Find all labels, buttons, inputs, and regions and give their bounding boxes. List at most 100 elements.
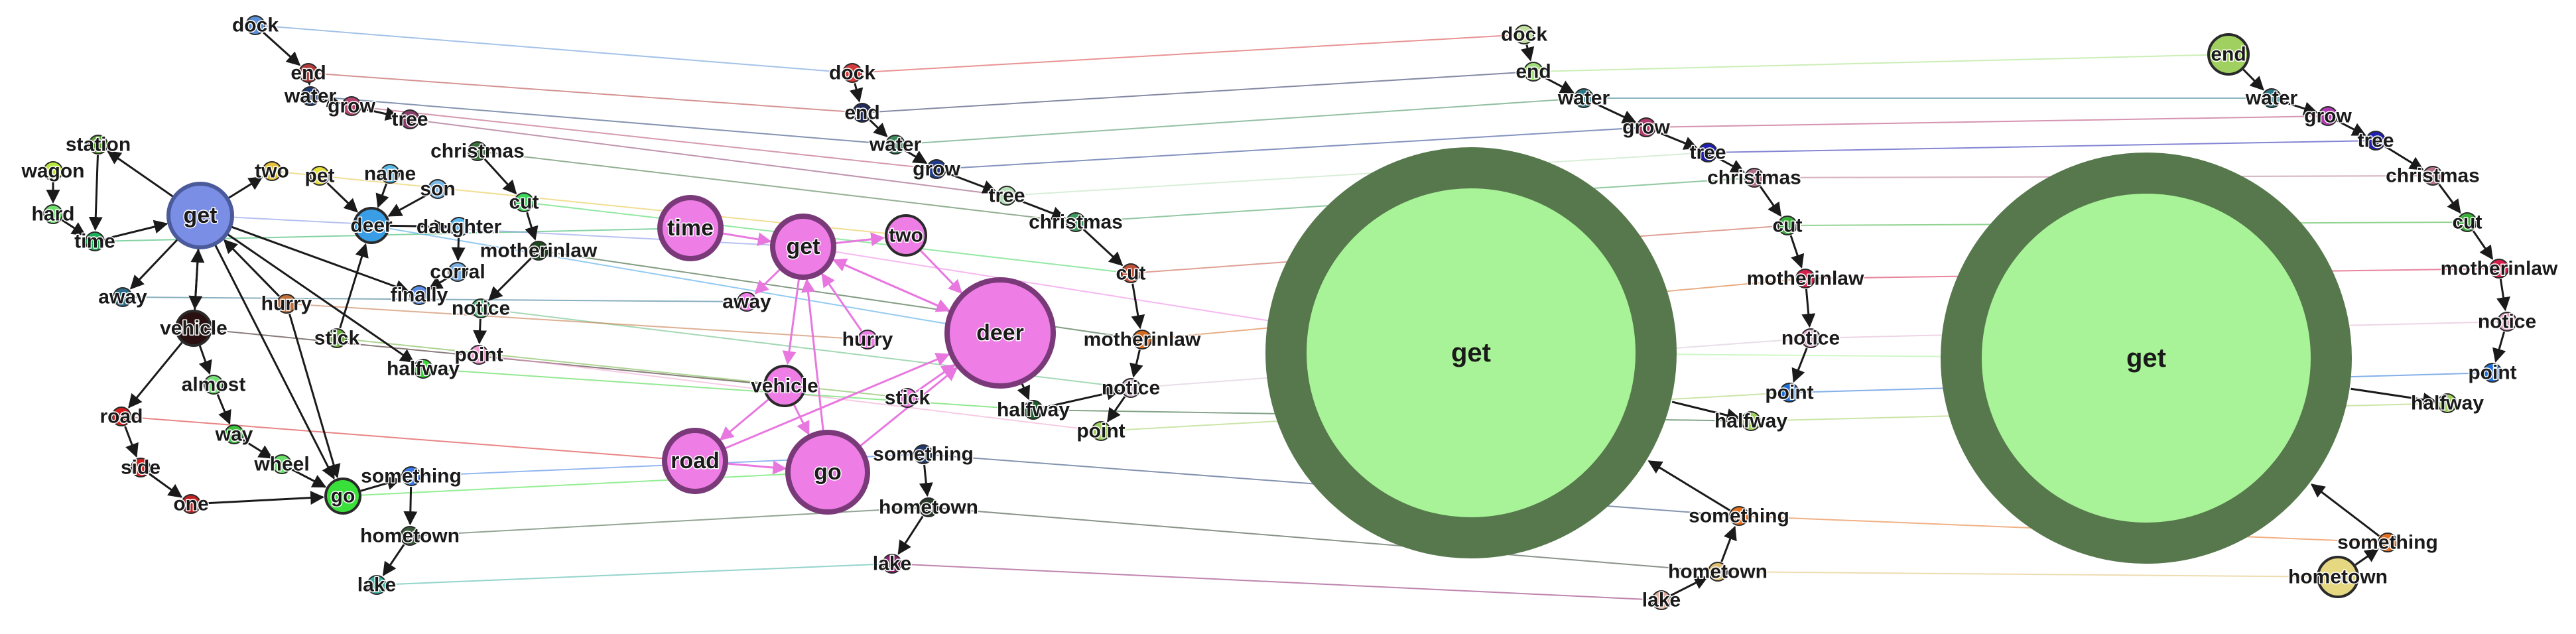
node-point-g4[interactable]: [2482, 363, 2502, 383]
edge-get-to-finally: [231, 225, 410, 294]
node-motherinlaw-g3[interactable]: [1795, 269, 1815, 288]
node-grow-g1[interactable]: [342, 96, 361, 116]
node-dock-g3[interactable]: [1514, 25, 1534, 44]
node-almost-g1[interactable]: [204, 375, 224, 395]
node-get-g1[interactable]: [166, 182, 234, 249]
node-end-g4[interactable]: [2207, 33, 2250, 76]
node-deer-g2[interactable]: [944, 277, 1056, 389]
node-get-g3[interactable]: [1265, 147, 1677, 558]
node-end-g1[interactable]: [298, 63, 318, 83]
node-get-g4[interactable]: [1941, 153, 2352, 564]
node-motherinlaw-g4[interactable]: [2489, 259, 2509, 279]
node-something-g1[interactable]: [401, 466, 421, 486]
node-wagon-g1[interactable]: [43, 161, 63, 181]
node-hurry-g2[interactable]: [858, 330, 877, 349]
edge-hurry-to-get: [223, 239, 280, 297]
node-vehicle-g2[interactable]: [763, 365, 806, 407]
node-road-g2[interactable]: [662, 428, 728, 494]
node-water-g2[interactable]: [885, 135, 905, 155]
node-label-water: water: [2245, 88, 2298, 109]
node-wheel-g1[interactable]: [272, 454, 292, 474]
node-grow-g4[interactable]: [2318, 106, 2338, 126]
node-lake-g3[interactable]: [1651, 590, 1671, 610]
node-name-g1[interactable]: [380, 164, 400, 184]
node-away-g2[interactable]: [737, 292, 757, 312]
node-away-g1[interactable]: [113, 287, 133, 307]
node-cut-g3[interactable]: [1777, 216, 1797, 235]
node-notice-g3[interactable]: [1801, 328, 1821, 348]
node-dock-g2[interactable]: [842, 63, 862, 83]
node-notice-g1[interactable]: [471, 298, 491, 318]
edge-grow-to-tree: [361, 107, 400, 121]
node-time-g2[interactable]: [657, 195, 724, 261]
node-end-g3[interactable]: [1523, 62, 1543, 82]
node-water-g1[interactable]: [300, 86, 320, 106]
node-hometown-g4[interactable]: [2317, 556, 2359, 598]
node-christmas-g4[interactable]: [2423, 166, 2443, 186]
node-motherinlaw-g1[interactable]: [529, 241, 548, 261]
node-son-g1[interactable]: [428, 179, 448, 199]
node-point-g1[interactable]: [469, 345, 489, 365]
node-pet-g1[interactable]: [310, 166, 330, 186]
node-something-g2[interactable]: [913, 444, 933, 464]
node-vehicle-g1[interactable]: [175, 310, 212, 347]
node-station-g1[interactable]: [88, 135, 108, 155]
node-deer-g1[interactable]: [353, 207, 390, 244]
node-motherinlaw-g2[interactable]: [1132, 330, 1152, 349]
node-christmas-g1[interactable]: [468, 141, 487, 161]
node-time-g1[interactable]: [85, 231, 105, 251]
node-water-g3[interactable]: [1574, 88, 1594, 108]
node-way-g1[interactable]: [224, 424, 244, 444]
edge-hometown-to-lake: [382, 544, 405, 576]
node-cut-g2[interactable]: [1121, 263, 1141, 283]
node-go-g1[interactable]: [324, 477, 361, 515]
node-go-g2[interactable]: [785, 430, 870, 515]
node-halfway-g3[interactable]: [1741, 411, 1761, 431]
node-cut-g1[interactable]: [514, 192, 534, 212]
node-lake-g2[interactable]: [882, 554, 902, 574]
node-finally-g1[interactable]: [409, 285, 429, 305]
node-grow-g3[interactable]: [1636, 117, 1656, 137]
node-corral-g1[interactable]: [448, 262, 468, 282]
node-point-g3[interactable]: [1779, 383, 1799, 403]
node-notice-g4[interactable]: [2497, 312, 2517, 332]
node-label-away: away: [98, 286, 147, 308]
node-get-g2[interactable]: [770, 214, 836, 280]
node-halfway-g4[interactable]: [2437, 393, 2457, 413]
node-hard-g1[interactable]: [43, 204, 63, 224]
node-stick-g2[interactable]: [897, 388, 917, 408]
node-hometown-g3[interactable]: [1708, 562, 1728, 582]
node-cut-g4[interactable]: [2457, 212, 2477, 232]
node-dock-g1[interactable]: [245, 15, 265, 35]
node-water-g4[interactable]: [2262, 88, 2282, 108]
node-notice-g2[interactable]: [1121, 378, 1141, 398]
node-side-g1[interactable]: [131, 458, 151, 477]
node-one-g1[interactable]: [181, 494, 201, 514]
node-lake-g1[interactable]: [367, 575, 387, 595]
node-something-g4[interactable]: [2378, 533, 2398, 552]
node-grow-g2[interactable]: [927, 159, 946, 179]
node-stick-g1[interactable]: [327, 328, 347, 348]
node-tree-g2[interactable]: [997, 186, 1017, 206]
node-halfway-g2[interactable]: [1023, 400, 1043, 420]
node-tree-g1[interactable]: [400, 109, 420, 129]
node-label-one: one: [173, 493, 208, 515]
node-end-g2[interactable]: [852, 103, 872, 123]
node-two-g2[interactable]: [885, 214, 927, 257]
node-christmas-g2[interactable]: [1066, 212, 1086, 232]
node-two-g1[interactable]: [262, 161, 282, 181]
node-hometown-g1[interactable]: [400, 526, 420, 546]
node-daughter-g1[interactable]: [449, 217, 469, 237]
edge-hometown-to-something: [2354, 548, 2379, 566]
node-halfway-g1[interactable]: [413, 359, 433, 379]
node-hometown-g2[interactable]: [919, 497, 938, 517]
node-tree-g4[interactable]: [2366, 131, 2386, 151]
node-point-g2[interactable]: [1091, 421, 1111, 441]
node-hurry-g1[interactable]: [277, 294, 296, 314]
node-tree-g3[interactable]: [1698, 143, 1718, 162]
node-label-go: go: [814, 460, 842, 485]
node-something-g3[interactable]: [1729, 506, 1749, 526]
node-label-road: road: [671, 448, 720, 474]
node-road-g1[interactable]: [111, 407, 131, 426]
node-christmas-g3[interactable]: [1744, 168, 1764, 188]
